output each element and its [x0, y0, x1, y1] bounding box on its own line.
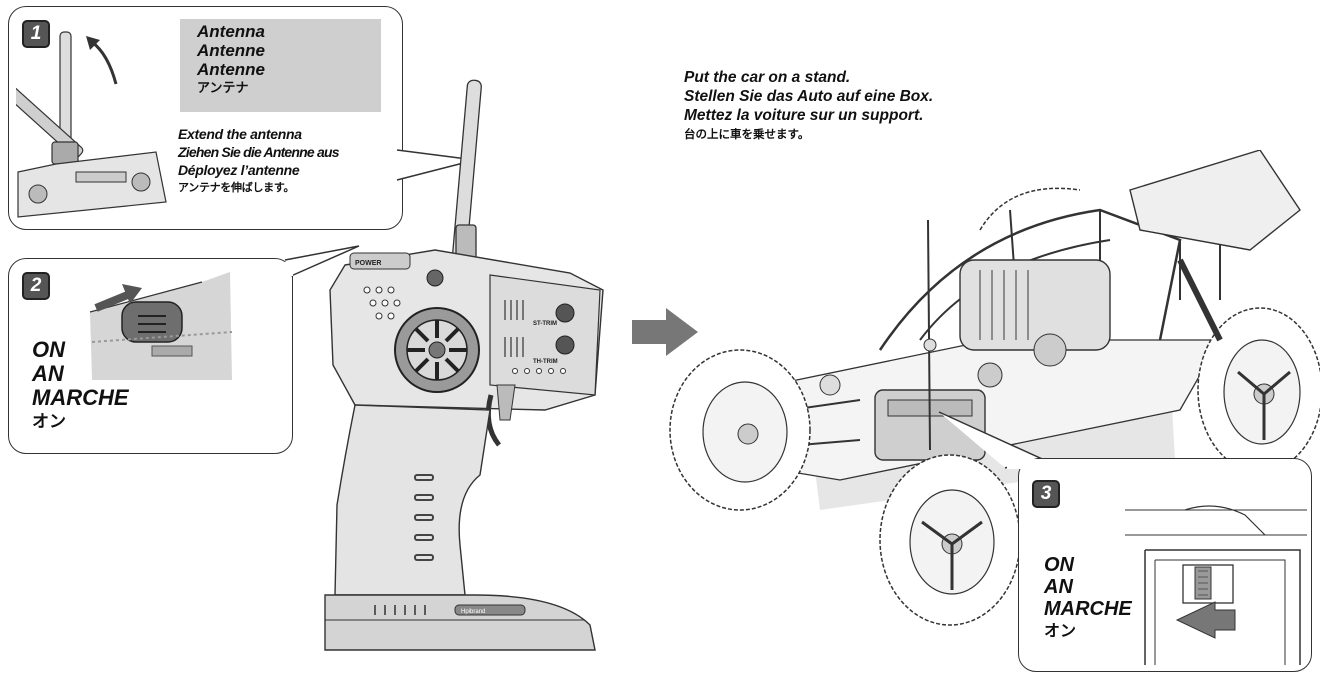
stand-text-fr: Mettez la voiture sur un support.	[684, 107, 924, 124]
antenna-label-box	[180, 19, 381, 112]
step3-on-labels: ON AN MARCHE オン	[1044, 554, 1132, 642]
antenna-label-en: Antenna	[197, 22, 265, 41]
step2-callout-pointer	[283, 245, 360, 277]
brand-label: Hpibrand	[461, 609, 485, 615]
step2-on-en: ON	[32, 337, 65, 362]
step2-on-labels: ON AN MARCHE オン	[32, 338, 129, 434]
stand-text-en: Put the car on a stand.	[684, 69, 851, 86]
instruction-en: Extend the antenna	[178, 126, 302, 142]
stand-text-de: Stellen Sie das Auto auf eine Box.	[684, 88, 934, 105]
antenna-extend-illustration	[16, 31, 167, 218]
next-step-arrow	[632, 308, 698, 356]
step2-on-fr: MARCHE	[32, 385, 129, 410]
step3-on-fr: MARCHE	[1044, 598, 1132, 620]
extend-antenna-instructions: Extend the antenna Ziehen Sie die Antenn…	[178, 125, 340, 197]
step1-badge: 1	[22, 20, 50, 48]
antenna-labels: Antenna Antenne Antenne アンテナ	[197, 22, 265, 98]
antenna-label-fr: Antenne	[197, 60, 265, 79]
step3-callout-pointer	[938, 411, 1043, 469]
st-trim-label: ST-TRIM	[533, 321, 557, 327]
stand-instructions: Put the car on a stand. Stellen Sie das …	[684, 68, 933, 144]
power-switch-illustration	[89, 272, 232, 380]
receiver-switch-illustration	[1125, 505, 1307, 665]
step2-on-jp: オン	[32, 412, 66, 432]
rc-buggy-illustration	[669, 150, 1320, 626]
stand-text-jp: 台の上に車を乗せます。	[684, 127, 810, 141]
th-trim-label: TH-TRIM	[533, 359, 558, 365]
step3-badge: 3	[1032, 480, 1060, 508]
step2-on-de: AN	[32, 361, 64, 386]
instruction-de: Ziehen Sie die Antenne aus	[178, 144, 340, 160]
step3-on-jp: オン	[1044, 621, 1077, 640]
power-label: POWER	[355, 260, 381, 267]
step2-badge: 2	[22, 272, 50, 300]
instruction-jp: アンテナを伸ばします。	[178, 181, 295, 194]
step3-on-en: ON	[1044, 554, 1074, 576]
transmitter-illustration: POWER ST-TRIM TH-TRIM Hpibrand	[324, 79, 604, 651]
antenna-label-de: Antenne	[197, 41, 265, 60]
instruction-fr: Déployez l’antenne	[178, 162, 300, 178]
step3-on-de: AN	[1044, 576, 1073, 598]
step3-callout	[1018, 458, 1312, 672]
antenna-label-jp: アンテナ	[197, 81, 249, 96]
